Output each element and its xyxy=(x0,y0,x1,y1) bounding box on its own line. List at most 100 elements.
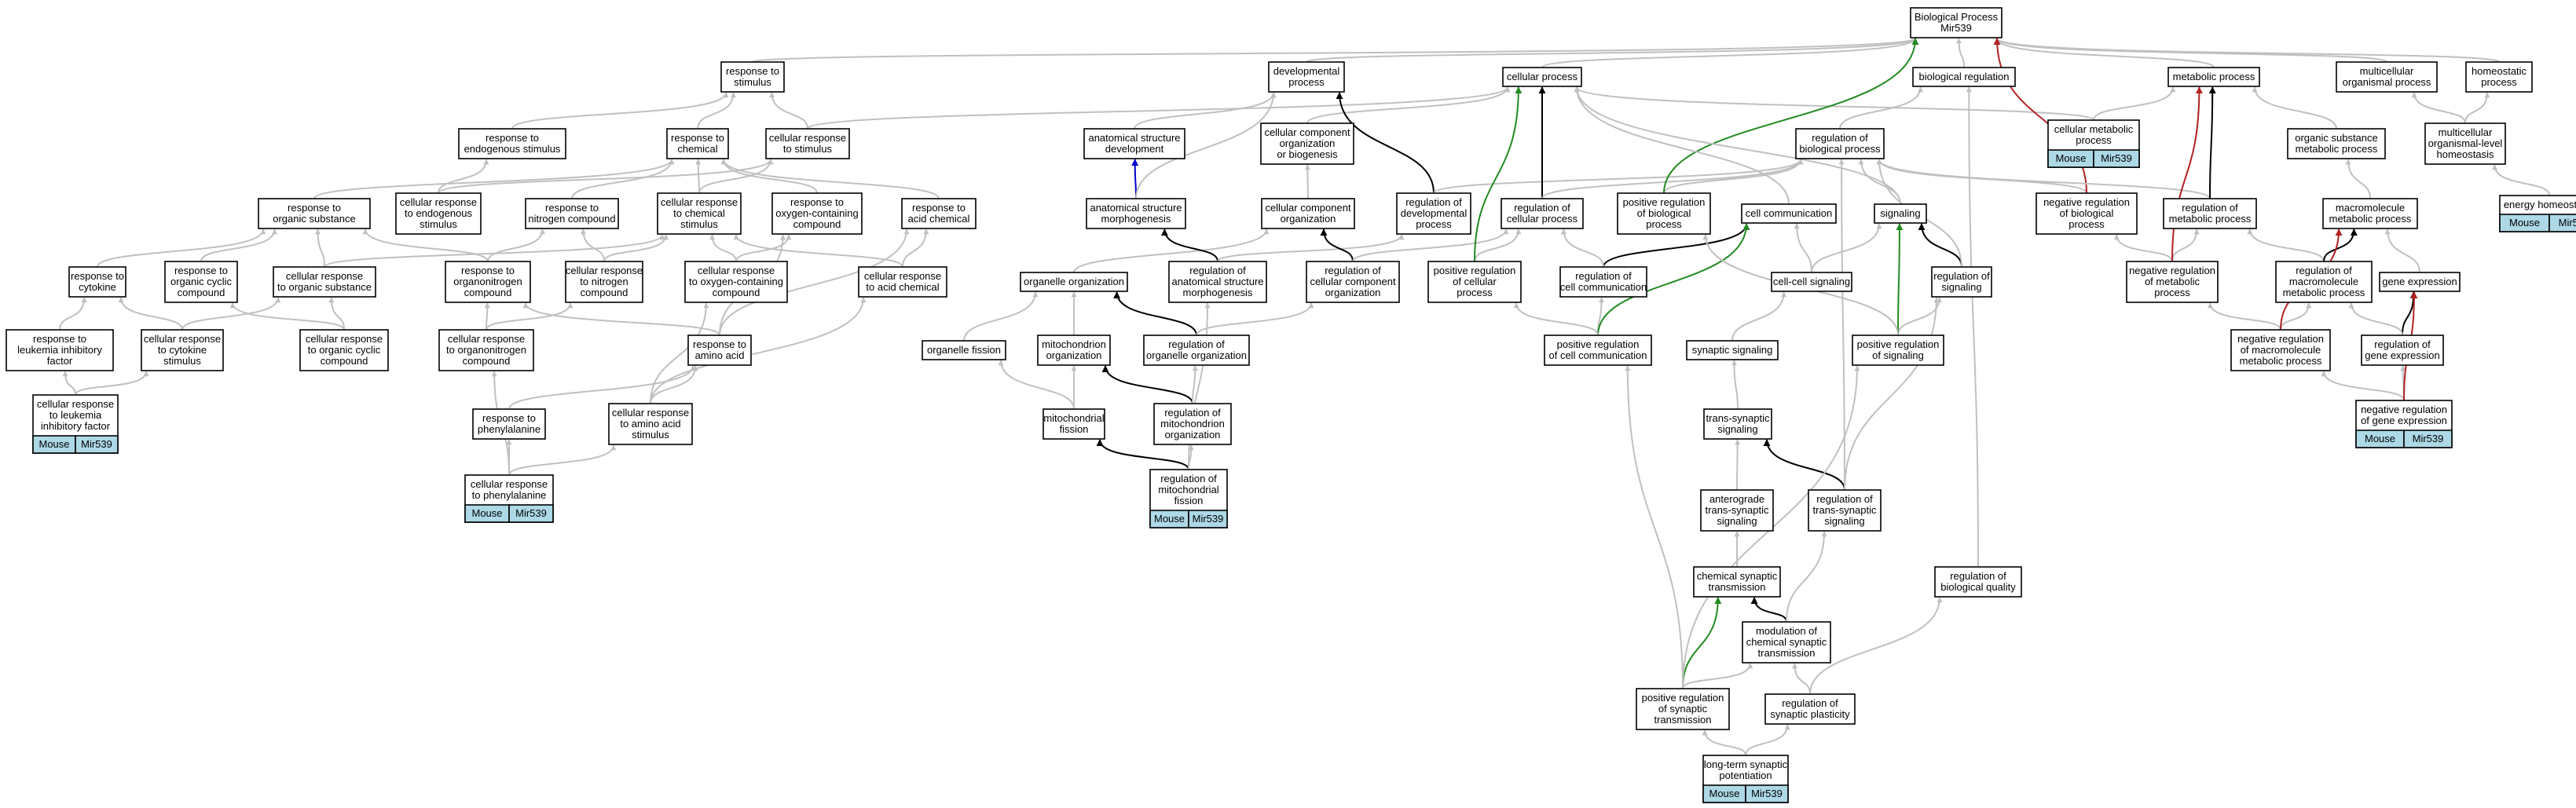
node-box xyxy=(1934,566,2022,598)
edge-rocc-to-rocp xyxy=(1560,229,1604,268)
node-label-line: gene expression xyxy=(2382,276,2457,287)
node-label-line: endogenous stimulus xyxy=(464,143,561,155)
node-box xyxy=(657,192,742,235)
node-label-line: stimulus xyxy=(163,355,201,367)
node-box xyxy=(2230,329,2331,371)
edge-porbp-to-robp xyxy=(1663,159,1804,194)
node-label-line: to endogenous xyxy=(405,207,473,219)
edge-mmp-to-osmp xyxy=(2345,159,2371,199)
node-label-line: negative regulation xyxy=(2129,265,2215,276)
edge-cmp-to-mp xyxy=(2093,86,2176,121)
node-label-line: organization xyxy=(1325,287,1381,298)
edge-rtoccomp-to-rtos xyxy=(200,229,278,262)
node-box xyxy=(299,329,389,371)
edge-porst-to-mcst xyxy=(1682,663,1753,689)
node-label-line: response to xyxy=(671,132,724,144)
node-label-line: response to xyxy=(174,265,228,276)
node-box xyxy=(273,266,376,298)
node-label-line: biological process xyxy=(1799,143,1881,155)
edge-crtocc-to-crtcs xyxy=(709,234,737,262)
node-label-line: organization xyxy=(1281,213,1336,225)
node-label-line: potentiation xyxy=(1719,770,1772,781)
go-term-node: signaling xyxy=(1874,203,1927,224)
node-box xyxy=(1086,198,1186,229)
node-box xyxy=(2163,198,2257,229)
node-box xyxy=(1268,61,1345,93)
node-label-line: response to xyxy=(486,132,539,144)
edge-nrmp-to-mp xyxy=(2171,86,2203,262)
tag-organism: Mouse xyxy=(2365,433,2395,444)
node-label-line: regulation of xyxy=(1168,338,1225,350)
node-label-line: response to xyxy=(33,333,86,345)
node-label-line: regulation of xyxy=(1164,407,1221,419)
node-box xyxy=(164,261,238,303)
node-label-line: compound xyxy=(464,287,512,298)
node-label-line: stimulus xyxy=(680,218,718,230)
node-label-line: to organonitrogen xyxy=(446,344,526,356)
node-box xyxy=(1700,489,1774,532)
node-label-line: regulation of xyxy=(2296,265,2352,276)
node-label-line: to nitrogen xyxy=(580,276,628,287)
node-label-line: negative regulation xyxy=(2237,333,2324,345)
node-label-line: regulation of xyxy=(1782,697,1838,709)
edge-asd-to-dev xyxy=(1134,92,1277,130)
go-term-node: cell communication xyxy=(1741,203,1837,224)
node-label-line: phenylalanine xyxy=(478,423,540,435)
node-label-line: cell communication xyxy=(1560,281,1647,293)
edge-rtaa-to-rton xyxy=(522,302,720,336)
edge-rodp-to-dev xyxy=(1336,92,1435,194)
tag-cell-gene xyxy=(75,435,119,454)
node-label-line: organelle fission xyxy=(927,344,1001,356)
node-box xyxy=(1617,192,1711,235)
node-box xyxy=(1306,261,1400,303)
tag-cell-gene xyxy=(1745,784,1789,803)
node-box xyxy=(1764,693,1856,725)
node-label-line: compound xyxy=(713,287,760,298)
node-label-line: cellular response xyxy=(286,270,363,282)
edge-mop-to-bp xyxy=(1994,38,2387,63)
node-label-line: regulation of xyxy=(1514,202,1570,214)
node-box xyxy=(1544,335,1652,366)
node-label-line: of synaptic xyxy=(1658,703,1708,715)
node-box xyxy=(1501,198,1584,229)
node-label-line: positive regulation xyxy=(1623,196,1706,208)
edge-breg-to-bp xyxy=(1956,38,1965,68)
node-box xyxy=(1042,408,1105,440)
edge-rommp-to-rmp xyxy=(2247,229,2325,262)
node-label-line: stimulus xyxy=(420,218,457,230)
node-label-line: cellular component xyxy=(1264,126,1350,138)
node-label-line: response to xyxy=(790,196,844,208)
edge-mcst-to-rotss xyxy=(1786,531,1827,623)
edge-robq-to-breg xyxy=(1966,86,1979,568)
node-box xyxy=(1037,335,1111,366)
tag-organism: Mouse xyxy=(2509,217,2540,229)
node-label-line: cellular component xyxy=(1310,276,1396,287)
node-label-line: trans-synaptic xyxy=(1706,412,1770,424)
tag-cell-gene xyxy=(2093,149,2140,168)
node-box xyxy=(1912,67,2016,87)
edge-ss-to-ccs xyxy=(1731,291,1787,342)
node-label-line: homeostatic xyxy=(2472,65,2527,77)
edge-crts-to-cp xyxy=(807,86,1511,130)
edge-mf-to-of xyxy=(998,360,1075,410)
node-label-line: signaling xyxy=(1717,515,1757,527)
edge-rton-to-rtnc xyxy=(487,229,546,262)
edge-ltsp-to-rosp xyxy=(1745,724,1790,756)
node-box xyxy=(1910,7,2003,38)
node-label-line: of biological xyxy=(1637,207,1691,219)
tag-gene: Mir539 xyxy=(81,438,112,450)
node-label-line: metabolic process xyxy=(2329,213,2412,225)
edge-rmp-to-mp xyxy=(2208,86,2216,199)
node-box xyxy=(1083,128,1185,159)
node-label-line: process xyxy=(1416,218,1452,230)
